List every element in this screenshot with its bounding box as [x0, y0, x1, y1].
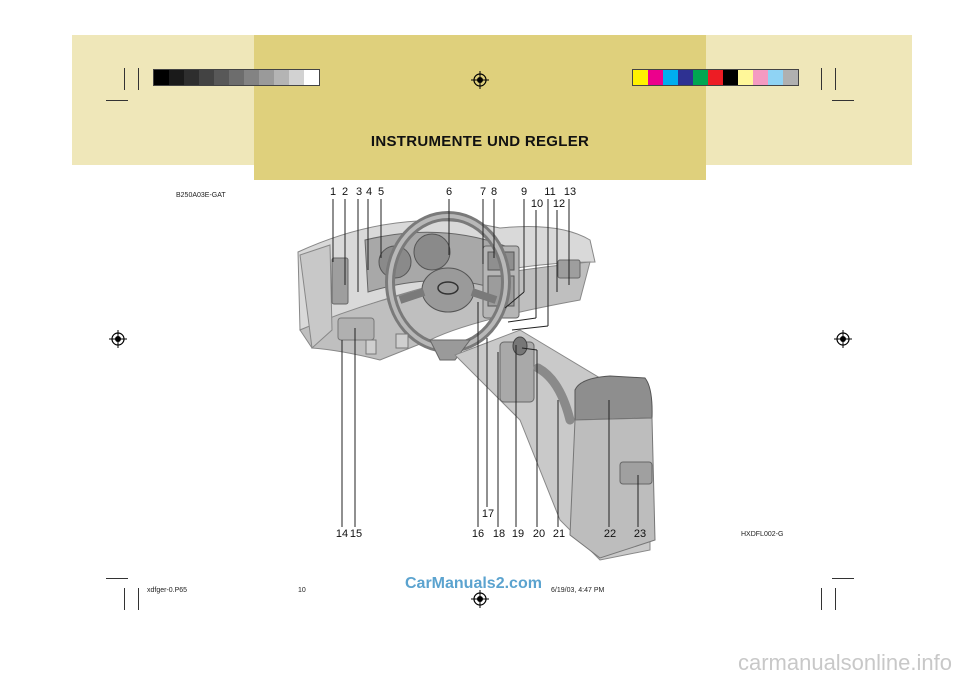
color-swatch: [184, 70, 199, 85]
grayscale-color-bar: [153, 69, 320, 86]
color-swatch: [648, 70, 663, 85]
header-band-center: [254, 35, 706, 180]
color-swatch: [214, 70, 229, 85]
color-swatch: [633, 70, 648, 85]
callout-11: 11: [544, 186, 556, 198]
figure-code-bottom: HXDFL002-G: [741, 531, 784, 538]
registration-mark-icon: [109, 330, 127, 348]
callout-17: 17: [481, 508, 495, 520]
callout-20: 20: [532, 528, 546, 540]
color-swatch: [768, 70, 783, 85]
process-color-bar: [632, 69, 799, 86]
footer-filename: xdfger-0.P65: [147, 587, 188, 594]
callout-13: 13: [563, 186, 577, 198]
callout-3: 3: [355, 186, 363, 198]
callout-6: 6: [445, 186, 453, 198]
color-swatch: [723, 70, 738, 85]
callout-7: 7: [479, 186, 487, 198]
callout-12: 12: [552, 198, 566, 210]
bottom-watermark: carmanualsonline.info: [737, 650, 952, 675]
color-swatch: [304, 70, 319, 85]
color-swatch: [274, 70, 289, 85]
header-band-right: [706, 35, 912, 165]
callout-4: 4: [365, 186, 373, 198]
color-swatch: [229, 70, 244, 85]
callout-5: 5: [377, 186, 385, 198]
registration-mark-icon: [471, 71, 489, 89]
color-swatch: [693, 70, 708, 85]
callout-8: 8: [490, 186, 498, 198]
color-swatch: [663, 70, 678, 85]
color-swatch: [783, 70, 798, 85]
color-swatch: [289, 70, 304, 85]
registration-mark-icon: [471, 590, 489, 608]
figure-code-top: B250A03E-GAT: [176, 192, 226, 199]
callout-21: 21: [552, 528, 566, 540]
callout-1: 1: [329, 186, 337, 198]
callout-19: 19: [511, 528, 525, 540]
color-swatch: [154, 70, 169, 85]
header-band-left: [72, 35, 254, 165]
color-swatch: [708, 70, 723, 85]
callout-14: 14: [335, 528, 349, 540]
registration-mark-icon: [834, 330, 852, 348]
callout-10: 10: [530, 198, 544, 210]
color-swatch: [169, 70, 184, 85]
callout-16: 16: [471, 528, 485, 540]
color-swatch: [738, 70, 753, 85]
callout-18: 18: [492, 528, 506, 540]
watermark-link[interactable]: CarManuals2.com: [405, 575, 542, 592]
footer-date: 6/19/03, 4:47 PM: [551, 587, 605, 594]
color-swatch: [244, 70, 259, 85]
callout-9: 9: [520, 186, 528, 198]
color-swatch: [259, 70, 274, 85]
callout-15: 15: [349, 528, 363, 540]
page-title: INSTRUMENTE UND REGLER: [370, 133, 590, 150]
callout-22: 22: [603, 528, 617, 540]
footer-page-number: 10: [298, 587, 306, 594]
callout-2: 2: [341, 186, 349, 198]
callout-23: 23: [633, 528, 647, 540]
color-swatch: [753, 70, 768, 85]
color-swatch: [199, 70, 214, 85]
color-swatch: [678, 70, 693, 85]
